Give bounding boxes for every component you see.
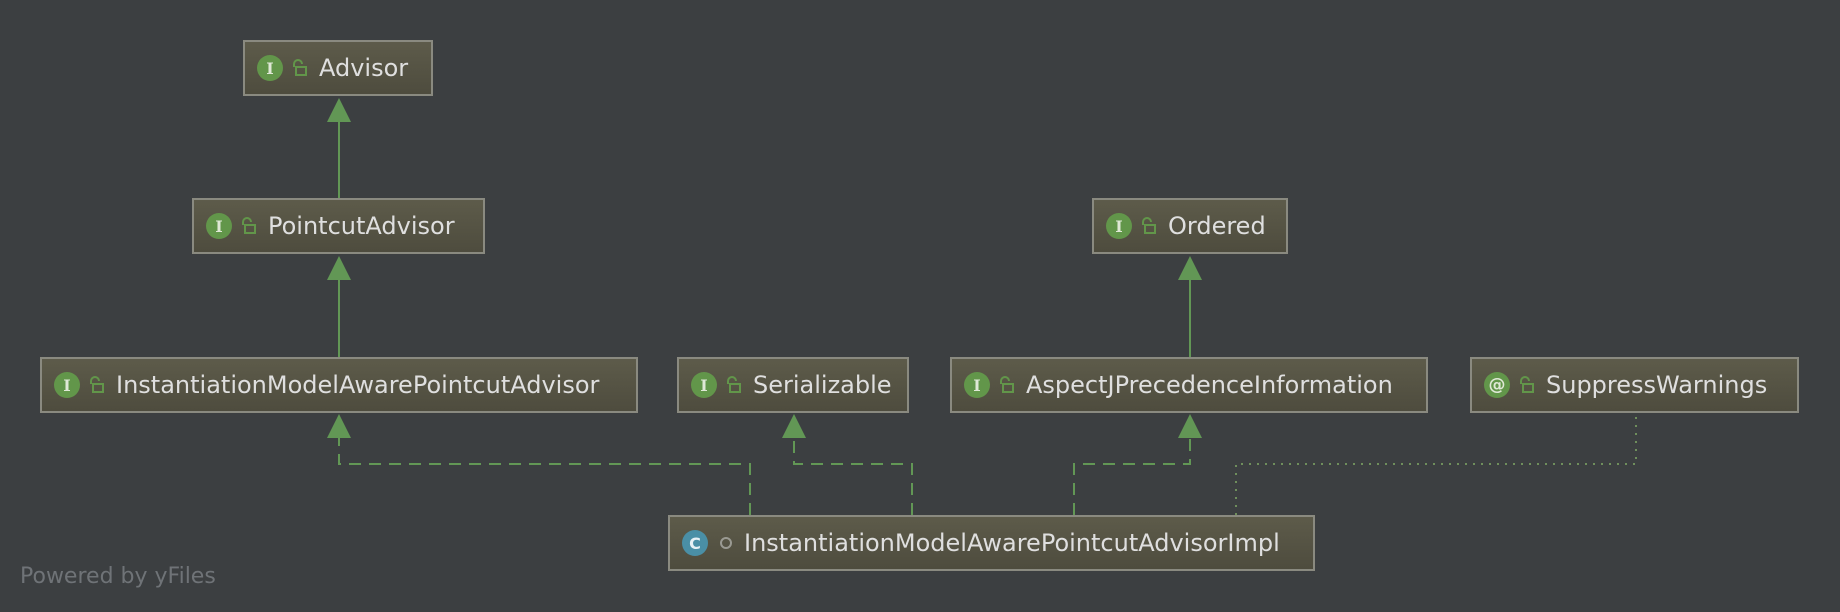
interface-icon: I — [257, 55, 283, 81]
edge-impl-to-imapa — [338, 436, 751, 515]
node-aspectj-precedence-information[interactable]: I AspectJPrecedenceInformation — [950, 357, 1428, 413]
public-modifier-icon — [1518, 376, 1534, 394]
node-ordered[interactable]: I Ordered — [1092, 198, 1288, 254]
public-modifier-icon — [240, 217, 256, 235]
public-modifier-icon — [1140, 217, 1156, 235]
implements-arrowhead — [1178, 414, 1202, 438]
node-label: PointcutAdvisor — [268, 212, 455, 240]
node-instantiation-model-aware-pointcut-advisor-impl[interactable]: C InstantiationModelAwarePointcutAdvisor… — [668, 515, 1315, 571]
node-suppress-warnings[interactable]: @ SuppressWarnings — [1470, 357, 1799, 413]
edge-impl-to-aspectj — [1073, 436, 1191, 515]
interface-icon: I — [206, 213, 232, 239]
public-modifier-icon — [88, 376, 104, 394]
node-label: Serializable — [753, 371, 892, 399]
inheritance-arrowhead — [1178, 256, 1202, 280]
interface-icon: I — [691, 372, 717, 398]
interface-icon: I — [54, 372, 80, 398]
public-modifier-icon — [291, 59, 307, 77]
node-pointcut-advisor[interactable]: I PointcutAdvisor — [192, 198, 485, 254]
node-label: InstantiationModelAwarePointcutAdvisorIm… — [744, 529, 1280, 557]
class-icon: C — [682, 530, 708, 556]
public-modifier-icon — [725, 376, 741, 394]
interface-icon: I — [1106, 213, 1132, 239]
inheritance-arrowhead — [327, 98, 351, 122]
annotation-icon: @ — [1484, 372, 1510, 398]
edge-impl-to-serializable — [793, 436, 913, 515]
node-label: Ordered — [1168, 212, 1266, 240]
node-label: SuppressWarnings — [1546, 371, 1768, 399]
node-label: AspectJPrecedenceInformation — [1026, 371, 1393, 399]
interface-icon: I — [964, 372, 990, 398]
node-instantiation-model-aware-pointcut-advisor[interactable]: I InstantiationModelAwarePointcutAdvisor — [40, 357, 638, 413]
edge-impl-to-suppress-warnings — [1235, 415, 1637, 515]
powered-by-label: Powered by yFiles — [20, 564, 216, 589]
node-advisor[interactable]: I Advisor — [243, 40, 433, 96]
package-private-modifier-icon — [720, 537, 732, 549]
inheritance-arrowhead — [327, 256, 351, 280]
implements-arrowhead — [327, 414, 351, 438]
node-label: InstantiationModelAwarePointcutAdvisor — [116, 371, 600, 399]
implements-arrowhead — [782, 414, 806, 438]
node-serializable[interactable]: I Serializable — [677, 357, 909, 413]
node-label: Advisor — [319, 54, 409, 82]
public-modifier-icon — [998, 376, 1014, 394]
